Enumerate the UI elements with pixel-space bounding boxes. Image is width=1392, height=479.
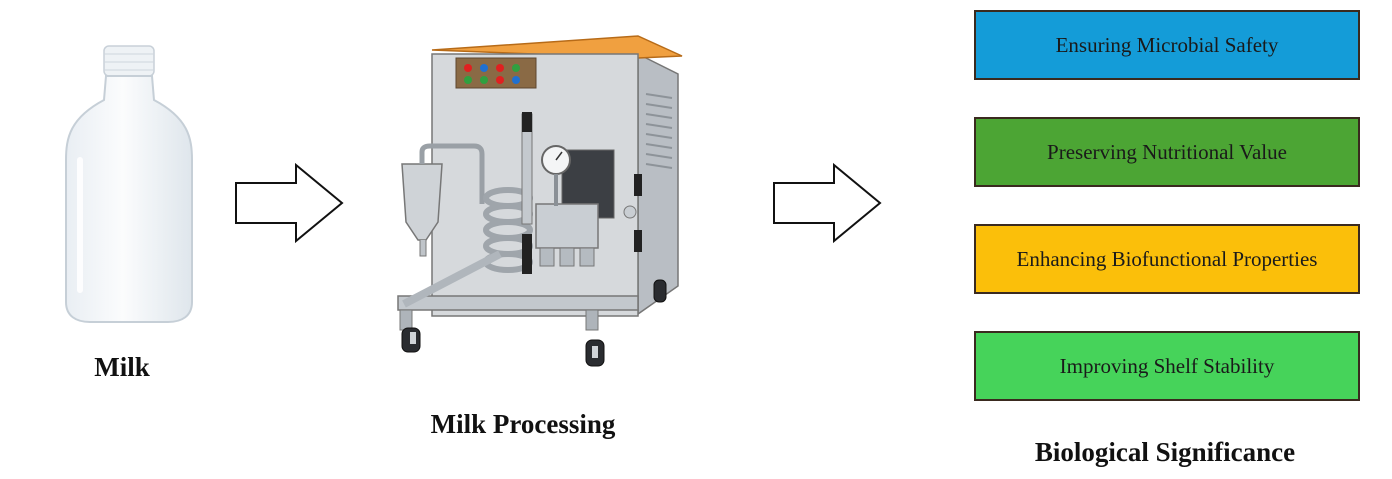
significance-box: Ensuring Microbial Safety <box>974 10 1360 80</box>
significance-box: Enhancing Biofunctional Properties <box>974 224 1360 294</box>
right-arrow-icon <box>235 162 344 244</box>
milk-label: Milk <box>94 352 150 382</box>
biological-significance-label: Biological Significance <box>1034 437 1296 467</box>
right-arrow-icon <box>773 162 882 244</box>
milk-bottle-icon <box>65 45 193 323</box>
homogenizer-machine-icon <box>397 35 683 367</box>
milk-processing-label: Milk Processing <box>430 409 616 439</box>
significance-box: Improving Shelf Stability <box>974 331 1360 401</box>
significance-box: Preserving Nutritional Value <box>974 117 1360 187</box>
